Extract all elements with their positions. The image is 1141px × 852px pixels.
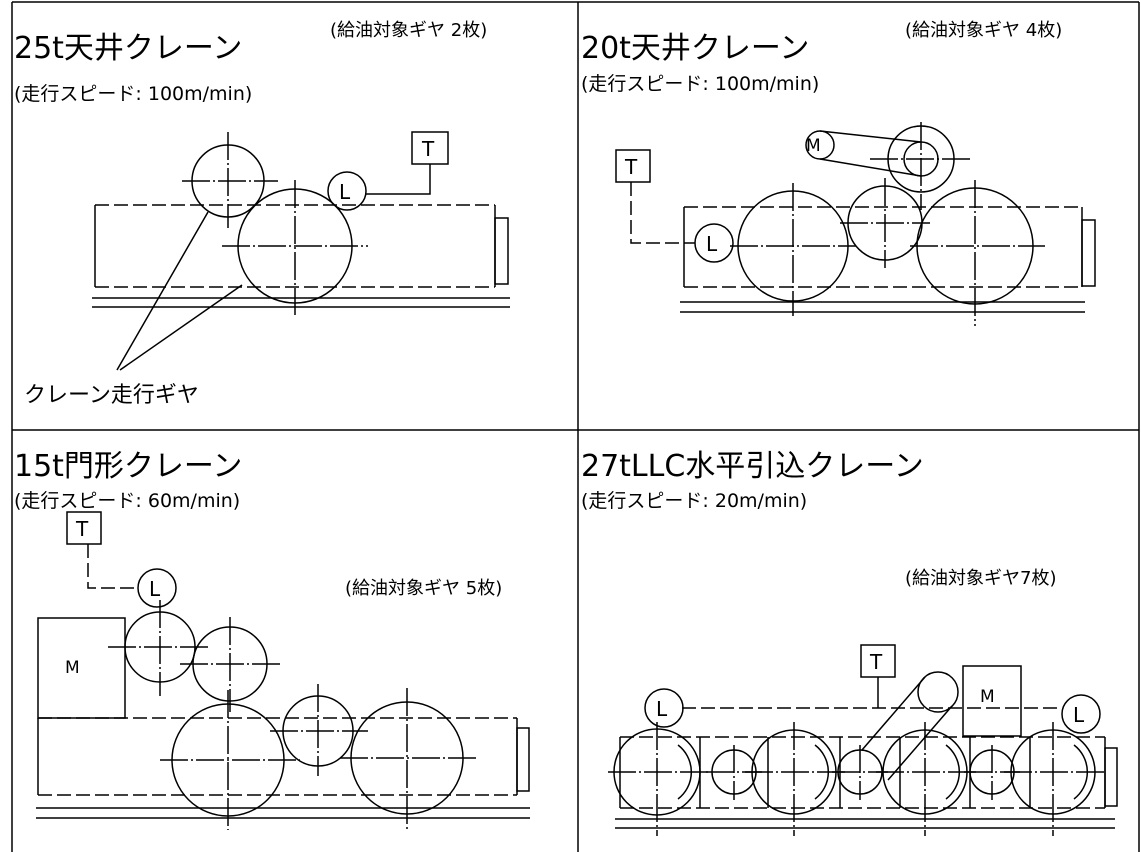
panel-27tllc-level-luffing-crane: 27tLLC水平引込クレーン (走行スピード: 20m/min) (給油対象ギヤ… <box>581 449 1118 836</box>
tank: T <box>366 131 449 195</box>
drive-pinion <box>108 600 210 696</box>
panel-title: 27tLLC水平引込クレーン <box>581 449 924 484</box>
drive-pulley <box>861 671 959 781</box>
lubricator-label: L <box>706 232 718 256</box>
gear-callout-leaders <box>116 211 243 371</box>
travel-speed: (走行スピード: 60m/min) <box>14 490 240 512</box>
tank: T <box>66 511 102 545</box>
rail <box>36 807 530 819</box>
travel-speed: (走行スピード: 100m/min) <box>581 73 819 95</box>
travel-speed: (走行スピード: 20m/min) <box>581 490 807 512</box>
wheel-gear-left <box>730 183 856 316</box>
motor-label: M <box>980 687 995 707</box>
wheel-gear-right <box>910 180 1045 326</box>
panel-title: 25t天井クレーン <box>14 31 242 66</box>
lubricator-right: L <box>1061 694 1101 734</box>
lubricator-label: L <box>1073 703 1085 727</box>
rail <box>92 297 510 308</box>
tank-label: T <box>421 137 435 161</box>
tank-label: T <box>624 155 638 179</box>
panel-grid <box>11 1 1140 852</box>
gear-count: (給油対象ギヤ 4枚) <box>905 20 1062 41</box>
motor: M <box>962 665 1022 737</box>
lubricator: L <box>137 568 177 608</box>
lubricator-left: L <box>644 688 684 728</box>
lubricator-label: L <box>339 180 351 204</box>
tank: T <box>860 644 896 708</box>
tank: T <box>615 149 651 183</box>
motor-belt: M <box>805 130 922 177</box>
gear-count: (給油対象ギヤ 2枚) <box>330 20 487 41</box>
rail <box>680 301 1085 313</box>
panel-20t-overhead-crane: 20t天井クレーン (給油対象ギヤ 4枚) (走行スピード: 100m/min) <box>581 20 1096 326</box>
wheel-gear-right <box>340 688 476 832</box>
lubricator-label: L <box>149 577 161 601</box>
gear-count: (給油対象ギヤ7枚) <box>905 568 1057 589</box>
motor-label: M <box>65 658 80 678</box>
tank-label: T <box>75 517 89 541</box>
crane-body <box>37 717 530 796</box>
tank-label: T <box>869 650 883 674</box>
panel-title: 15t門形クレーン <box>14 449 242 484</box>
gear-callout: クレーン走行ギヤ <box>24 383 199 408</box>
vertical-dividers <box>699 737 1031 808</box>
intermediate-gear <box>180 617 280 712</box>
rail <box>615 818 1115 829</box>
pinion-gear <box>182 132 278 228</box>
oil-line <box>87 544 138 589</box>
idler-gear <box>270 684 368 776</box>
panel-25t-overhead-crane: 25t天井クレーン (給油対象ギヤ 2枚) (走行スピード: 100m/min)… <box>14 20 510 408</box>
oil-line <box>630 182 695 244</box>
travel-speed: (走行スピード: 100m/min) <box>14 83 252 105</box>
panel-title: 20t天井クレーン <box>581 31 809 66</box>
motor: M <box>37 617 126 719</box>
travel-wheel-gear <box>222 180 368 315</box>
lubricator: L <box>694 223 734 263</box>
wheel-gear-left <box>160 690 300 830</box>
gear-count: (給油対象ギヤ 5枚) <box>345 578 502 599</box>
lubricator-label: L <box>656 697 668 721</box>
lubricator: L <box>327 171 367 211</box>
motor-label: M <box>806 136 821 156</box>
wheel-gear-4 <box>1004 722 1104 836</box>
panel-15t-gantry-crane: 15t門形クレーン (走行スピード: 60m/min) (給油対象ギヤ 5枚) … <box>14 449 530 832</box>
